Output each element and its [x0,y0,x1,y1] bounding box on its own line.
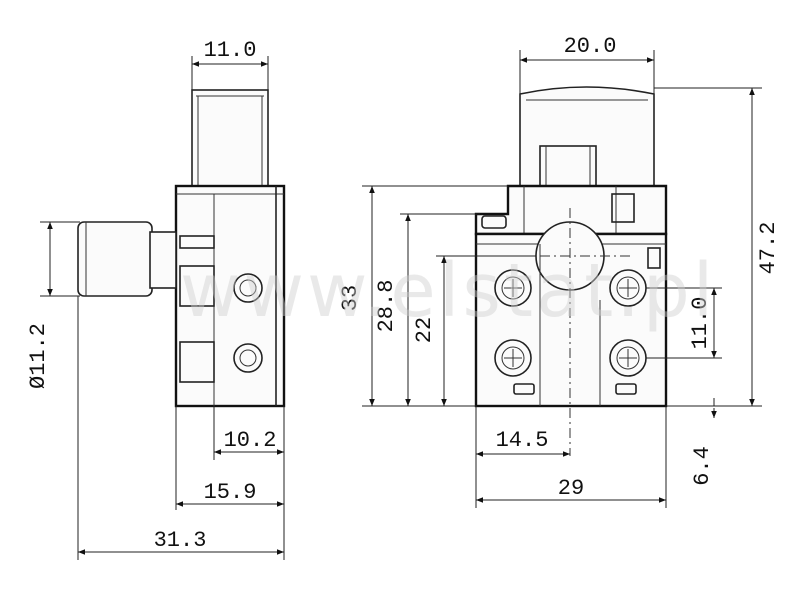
terminal-top-left [494,269,532,307]
dim-33: 33 [338,285,363,311]
watermark: www.elstat.pl [180,248,716,334]
dim-14-5: 14.5 [496,428,549,453]
dim-6-4: 6.4 [690,446,715,486]
front-dimensions: 20.0 33 28.8 22 47.2 11.0 14.5 29 [338,34,781,508]
dim-47-2: 47.2 [756,222,781,275]
dim-31-3: 31.3 [154,528,207,553]
side-trigger [191,89,269,187]
dim-22: 22 [412,317,437,343]
dim-front-top-width: 20.0 [564,34,617,59]
side-dimensions: 11.0 Ø11.2 10.2 15.9 31.3 [26,38,285,560]
front-view [474,86,668,456]
side-screw-lower [233,343,263,373]
dim-diameter: Ø11.2 [26,323,51,389]
side-cylinder [77,221,153,297]
dim-15-9: 15.9 [204,480,257,505]
terminal-top-right [609,269,647,307]
side-body [174,184,286,408]
side-view [77,89,286,408]
dim-28-8: 28.8 [374,280,399,333]
terminal-bottom-left [494,339,532,377]
dim-side-top-width: 11.0 [204,38,257,63]
dim-10-2: 10.2 [224,428,277,453]
dim-11-0: 11.0 [688,297,713,350]
side-screw-upper [233,273,263,303]
dim-29: 29 [558,476,584,501]
